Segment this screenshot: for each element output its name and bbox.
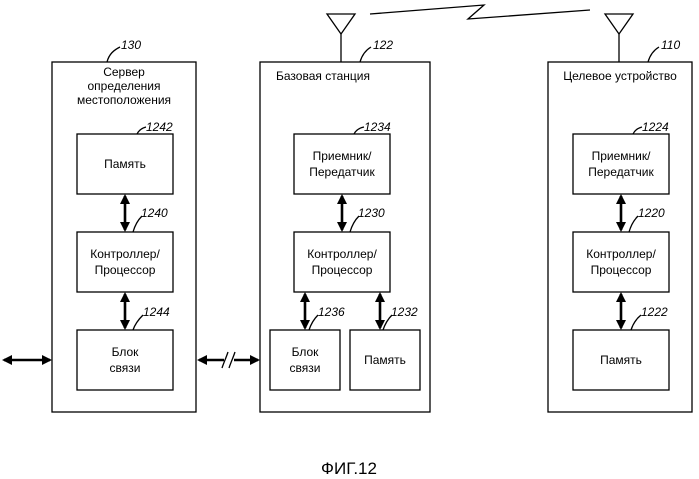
base-transceiver-line-2: Передатчик — [309, 165, 375, 179]
base-comm-box — [270, 330, 340, 390]
target-memory-label: Память — [600, 353, 642, 367]
target-controller-ref-leader — [629, 216, 638, 232]
base-controller-line-1: Контроллер/ — [307, 247, 377, 261]
target-ref: 110 — [661, 38, 680, 52]
base-comm-ref: 1236 — [318, 305, 345, 319]
server-base-link — [199, 352, 258, 368]
server-title-line-1: Сервер — [103, 65, 145, 79]
server-controller-line-1: Контроллер/ — [90, 247, 160, 261]
server-controller-line-2: Процессор — [95, 263, 156, 277]
base-comm-ref-leader — [309, 315, 318, 330]
base-ref: 122 — [373, 38, 393, 52]
target-transceiver-ref-leader — [633, 127, 642, 134]
base-station: 122 Базовая станция 1234 Приемник/ Перед… — [260, 14, 430, 412]
base-memory-label: Память — [364, 353, 406, 367]
target-antenna-icon — [605, 14, 633, 62]
target-transceiver-ref: 1224 — [642, 120, 669, 134]
server-outer-box — [52, 62, 196, 412]
base-comm-line-2: связи — [290, 361, 321, 375]
base-ref-leader — [360, 47, 371, 62]
server-title-line-2: определения — [87, 79, 160, 93]
target-memory-ref: 1222 — [641, 305, 668, 319]
target-controller-line-2: Процессор — [591, 263, 652, 277]
server-comm-box — [77, 330, 173, 390]
base-transceiver-ref-leader — [354, 127, 364, 134]
server-controller-ref-leader — [133, 216, 142, 232]
target-controller-line-1: Контроллер/ — [586, 247, 656, 261]
target-transceiver-line-2: Передатчик — [588, 165, 654, 179]
base-transceiver-box — [294, 134, 390, 194]
figure-caption: ФИГ.12 — [321, 459, 377, 478]
target-ref-leader — [648, 47, 659, 62]
server-comm-ref-leader — [133, 315, 143, 330]
server-memory-ref-leader — [137, 127, 146, 134]
server-memory-ref: 1242 — [146, 120, 173, 134]
base-memory-ref-leader — [383, 315, 392, 330]
target-controller-ref: 1220 — [638, 206, 665, 220]
base-comm-line-1: Блок — [292, 345, 320, 359]
target-transceiver-box — [573, 134, 669, 194]
server-comm-line-1: Блок — [112, 345, 140, 359]
server-comm-ref: 1244 — [143, 305, 170, 319]
server-memory-label: Память — [104, 157, 146, 171]
base-controller-ref: 1230 — [358, 206, 385, 220]
base-memory-ref: 1232 — [391, 305, 418, 319]
server-ref: 130 — [121, 38, 141, 52]
base-transceiver-line-1: Приемник/ — [313, 149, 373, 163]
base-transceiver-ref: 1234 — [364, 120, 391, 134]
target-memory-ref-leader — [631, 315, 641, 330]
base-controller-ref-leader — [350, 216, 359, 232]
target-transceiver-line-1: Приемник/ — [592, 149, 652, 163]
target-device: 110 Целевое устройство 1224 Приемник/ Пе… — [548, 14, 692, 412]
server-controller-ref: 1240 — [141, 206, 168, 220]
base-antenna-icon — [327, 14, 355, 62]
target-controller-box — [573, 232, 669, 292]
base-controller-line-2: Процессор — [312, 263, 373, 277]
location-server: 130 Сервер определения местоположения 12… — [52, 38, 196, 412]
server-ref-leader — [107, 47, 120, 62]
server-title-line-3: местоположения — [77, 93, 171, 107]
base-title: Базовая станция — [276, 69, 370, 83]
server-controller-box — [77, 232, 173, 292]
target-title: Целевое устройство — [563, 69, 677, 83]
wireless-link-icon — [370, 5, 590, 19]
server-comm-line-2: связи — [110, 361, 141, 375]
base-controller-box — [294, 232, 390, 292]
